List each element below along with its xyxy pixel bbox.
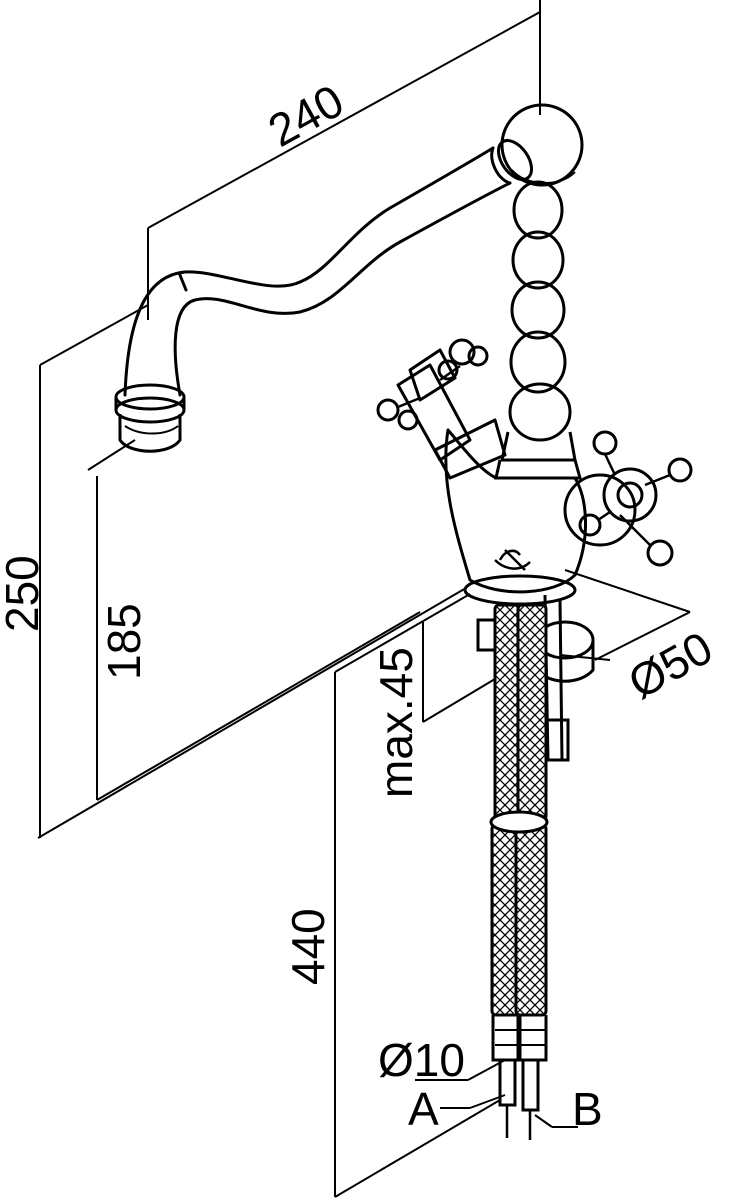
dim-max45: max.45 — [370, 647, 422, 798]
ball-joint — [500, 103, 584, 187]
dimension-lines — [37, 0, 691, 1198]
spout — [123, 138, 534, 397]
dim-d50: Ø50 — [620, 621, 721, 709]
dim-250: 250 — [0, 555, 48, 632]
label-a: A — [408, 1083, 439, 1135]
dim-185: 185 — [98, 603, 150, 680]
aerator — [114, 383, 186, 453]
dim-240: 240 — [260, 74, 352, 157]
left-valve-handle — [376, 338, 507, 480]
riser-column — [494, 180, 582, 480]
dim-d10: Ø10 — [378, 1034, 465, 1086]
hose-fittings — [491, 1015, 548, 1140]
label-b: B — [572, 1083, 603, 1135]
right-valve-handle — [563, 430, 693, 567]
supply-hoses — [489, 603, 549, 1017]
dim-440: 440 — [282, 908, 334, 985]
